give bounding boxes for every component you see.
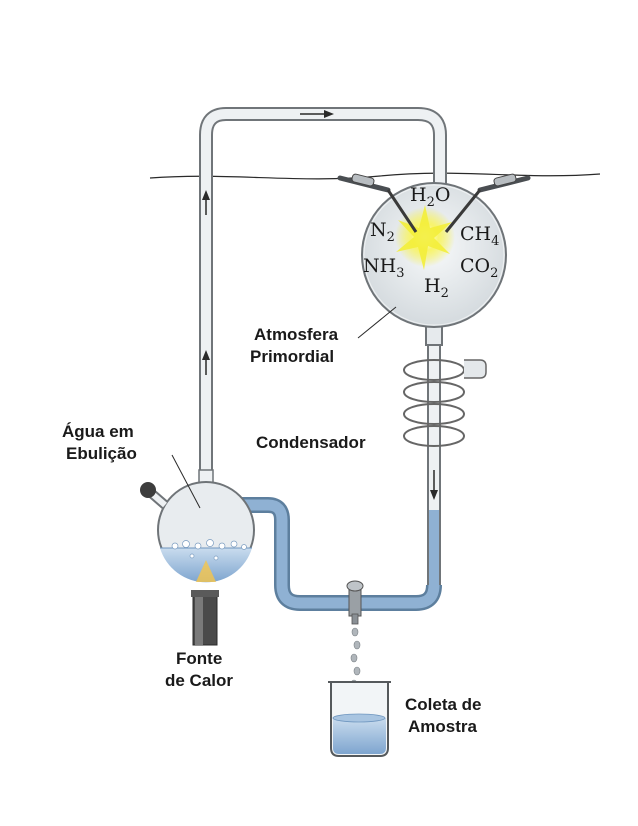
label-atmosphere-line1: Atmosfera (254, 325, 339, 344)
label-sample-line1: Coleta de (405, 695, 482, 714)
stopcock-valve (346, 580, 364, 625)
flow-arrow-down-head (430, 490, 438, 500)
electrode-right (444, 173, 531, 233)
gas-h2o: H2O (410, 184, 450, 210)
gas-co2: CO2 (460, 255, 498, 281)
label-heat-line1: Fonte (176, 649, 222, 668)
label-condenser: Condensador (256, 433, 366, 452)
gas-nh3: NH3 (363, 255, 404, 281)
label-boiling-line1: Água em (62, 422, 134, 441)
pointer-boiling (171, 454, 201, 509)
horizon-line (149, 172, 601, 180)
gas-ch4: CH4 (460, 223, 499, 249)
flow-arrow-up-2-head (202, 350, 210, 360)
gas-n2: N2 (370, 219, 395, 245)
boiling-flask (140, 469, 255, 583)
label-atmosphere-line2: Primordial (250, 347, 334, 366)
pointer-atmosphere (357, 306, 397, 339)
label-sample-line2: Amostra (408, 717, 478, 736)
gas-h2: H2 (424, 275, 449, 301)
label-heat-line2: de Calor (165, 671, 233, 690)
label-boiling-line2: Ebulição (66, 444, 137, 463)
flow-arrow-top-head (324, 110, 334, 118)
heat-source (191, 560, 219, 646)
bottom-u-tube (235, 497, 442, 611)
flow-arrow-up-1-head (202, 190, 210, 200)
condenser-coil (403, 359, 487, 447)
boiling-bubbles (171, 539, 247, 561)
sample-beaker (328, 681, 391, 757)
electrode-left (337, 173, 418, 233)
